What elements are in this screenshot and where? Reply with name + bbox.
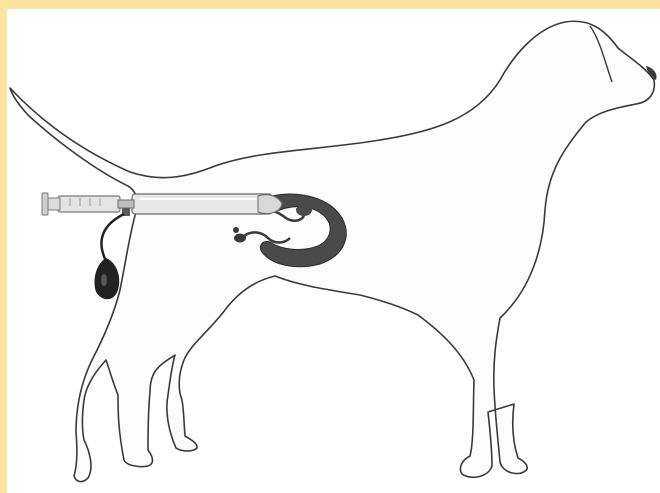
insemination-diagram — [7, 9, 660, 493]
bulb-highlight — [101, 274, 107, 286]
syringe-icon — [58, 196, 120, 212]
syringe-hub-icon — [118, 200, 134, 208]
ovary-icon — [296, 204, 312, 216]
insemination-catheter-icon — [132, 194, 272, 214]
bulb-tube-icon — [101, 214, 124, 262]
illustration-panel — [7, 9, 660, 493]
syringe-plunger-cap-icon — [42, 193, 48, 215]
ovary-icon-3 — [233, 227, 239, 233]
ovary-icon-2 — [234, 234, 246, 243]
